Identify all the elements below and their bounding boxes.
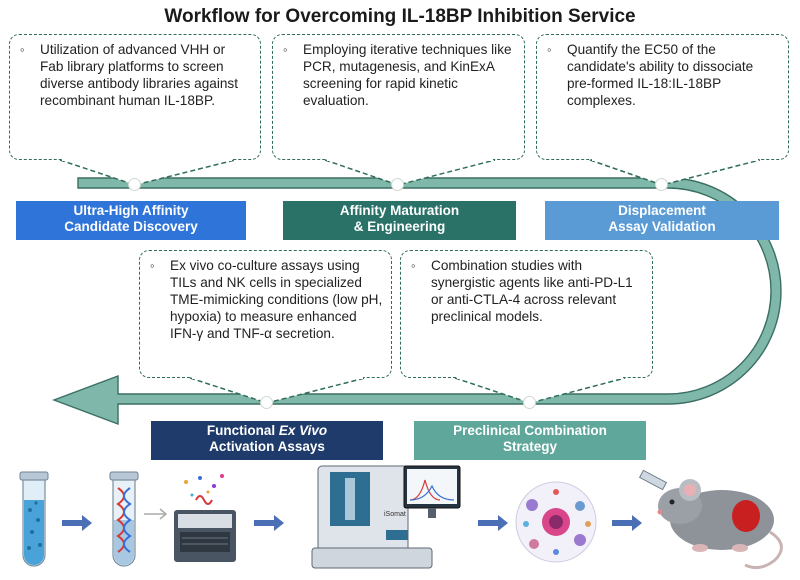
step-1-description: Utilization of advanced VHH or Fab libra…	[9, 34, 261, 160]
step-2-description: Employing iterative techniques like PCR,…	[272, 34, 525, 160]
pcr-machine-icon	[174, 474, 236, 562]
arrow-icon	[612, 515, 642, 531]
step-3-label-line2: Assay Validation	[608, 219, 716, 234]
analyzer-instrument-icon: iSomat	[311, 465, 461, 569]
step-1-marker	[128, 178, 141, 191]
step-2-marker	[391, 178, 404, 191]
step-5-description: Combination studies with synergistic age…	[400, 250, 653, 378]
step-5-description-text: Combination studies with synergistic age…	[409, 257, 644, 325]
step-2-label-line2: & Engineering	[353, 219, 446, 234]
step-4-description: Ex vivo co-culture assays using TILs and…	[139, 250, 392, 378]
step-4-label-line1: Functional Ex Vivo	[151, 423, 383, 439]
step-2-label: Affinity Maturation & Engineering	[283, 201, 516, 240]
arrow-icon	[478, 515, 508, 531]
step-4-marker	[260, 396, 273, 409]
step-1-description-text: Utilization of advanced VHH or Fab libra…	[18, 41, 252, 109]
step-2-label-line1: Affinity Maturation	[339, 203, 460, 218]
step-1-label: Ultra-High Affinity Candidate Discovery	[16, 201, 246, 240]
step-3-description-text: Quantify the EC50 of the candidate's abi…	[545, 41, 780, 109]
step-4-label-line1-a: Functional	[206, 423, 276, 438]
arrow-icon	[62, 515, 92, 531]
step-3-description: Quantify the EC50 of the candidate's abi…	[536, 34, 789, 160]
arrow-icon	[254, 515, 284, 531]
instrument-brand-text: iSomat	[384, 511, 406, 518]
step-2-description-text: Employing iterative techniques like PCR,…	[281, 41, 516, 109]
step-4-label-line1-em: Ex Vivo	[278, 423, 328, 438]
test-tube-icon	[19, 471, 49, 567]
mouse-model-icon	[638, 469, 783, 570]
step-5-label-line2: Strategy	[502, 439, 558, 454]
step-5-label: Preclinical Combination Strategy	[414, 421, 646, 460]
step-4-description-text: Ex vivo co-culture assays using TILs and…	[148, 257, 383, 342]
step-5-label-line1: Preclinical Combination	[453, 423, 607, 438]
step-3-label: Displacement Assay Validation	[545, 201, 779, 240]
dna-tube-icon	[109, 471, 139, 567]
step-4-label-line2: Activation Assays	[209, 439, 325, 454]
step-4-label: Functional Ex Vivo Activation Assays	[151, 421, 383, 460]
step-1-label-line1: Ultra-High Affinity	[73, 203, 189, 218]
page-title: Workflow for Overcoming IL-18BP Inhibiti…	[164, 6, 636, 27]
step-3-label-line1: Displacement	[618, 203, 706, 218]
step-5-marker	[523, 396, 536, 409]
cell-culture-icon	[515, 481, 597, 563]
step-1-label-line2: Candidate Discovery	[64, 219, 198, 234]
step-3-marker	[655, 178, 668, 191]
